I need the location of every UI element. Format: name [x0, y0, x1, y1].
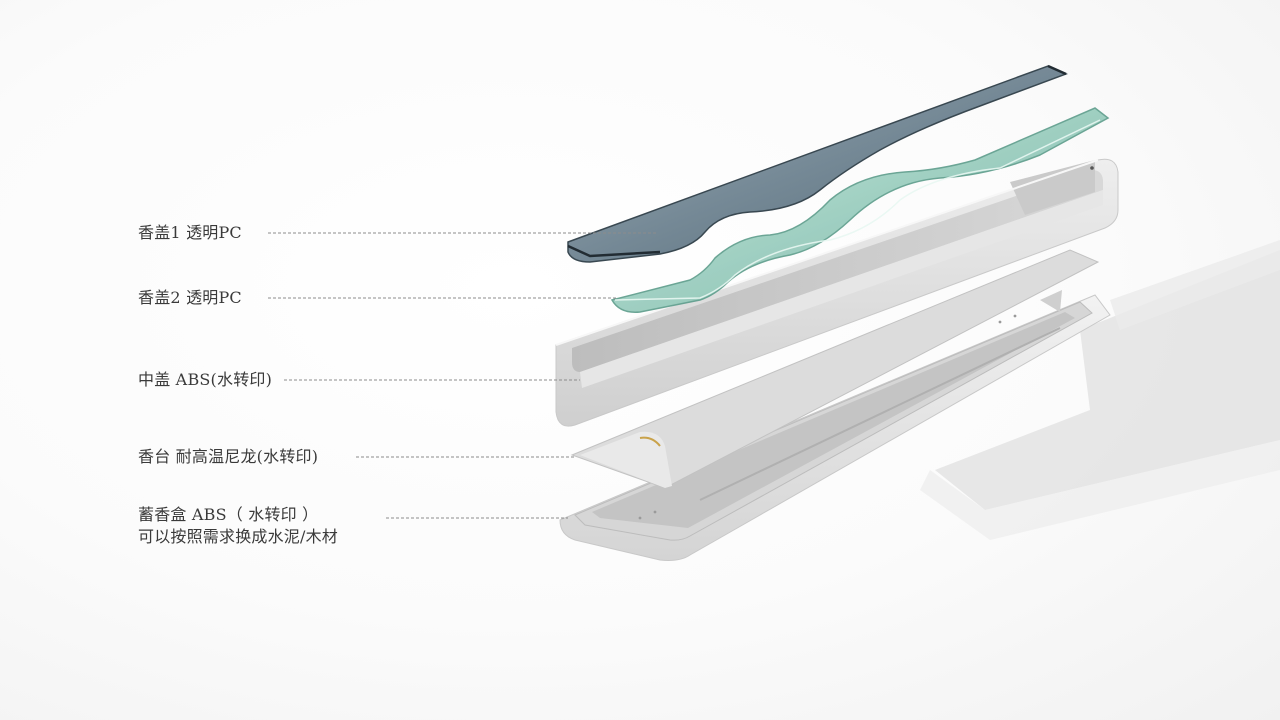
storage-box	[559, 294, 1111, 561]
label-storage-box-line1: 蓄香盒 ABS（ 水转印 ）	[138, 505, 319, 524]
label-middle-cover: 中盖 ABS(水转印)	[138, 369, 272, 391]
incense-stand	[570, 249, 1100, 489]
cover-1	[567, 64, 1068, 263]
label-cover-2-text: 香盖2 透明PC	[138, 288, 242, 307]
label-cover-1: 香盖1 透明PC	[138, 222, 242, 244]
cover-2	[610, 107, 1110, 313]
label-storage-box-line2: 可以按照需求换成水泥/木材	[138, 527, 338, 546]
middle-cover	[555, 158, 1119, 427]
label-incense-stand-text: 香台 耐高温尼龙(水转印)	[138, 447, 319, 466]
label-storage-box: 蓄香盒 ABS（ 水转印 ） 可以按照需求换成水泥/木材	[138, 504, 338, 548]
label-cover-1-text: 香盖1 透明PC	[138, 223, 242, 242]
cast-shadow	[920, 240, 1280, 540]
label-middle-cover-text: 中盖 ABS(水转印)	[138, 370, 273, 389]
leader-lines	[268, 232, 658, 519]
label-incense-stand: 香台 耐高温尼龙(水转印)	[138, 446, 318, 468]
label-cover-2: 香盖2 透明PC	[138, 287, 242, 309]
